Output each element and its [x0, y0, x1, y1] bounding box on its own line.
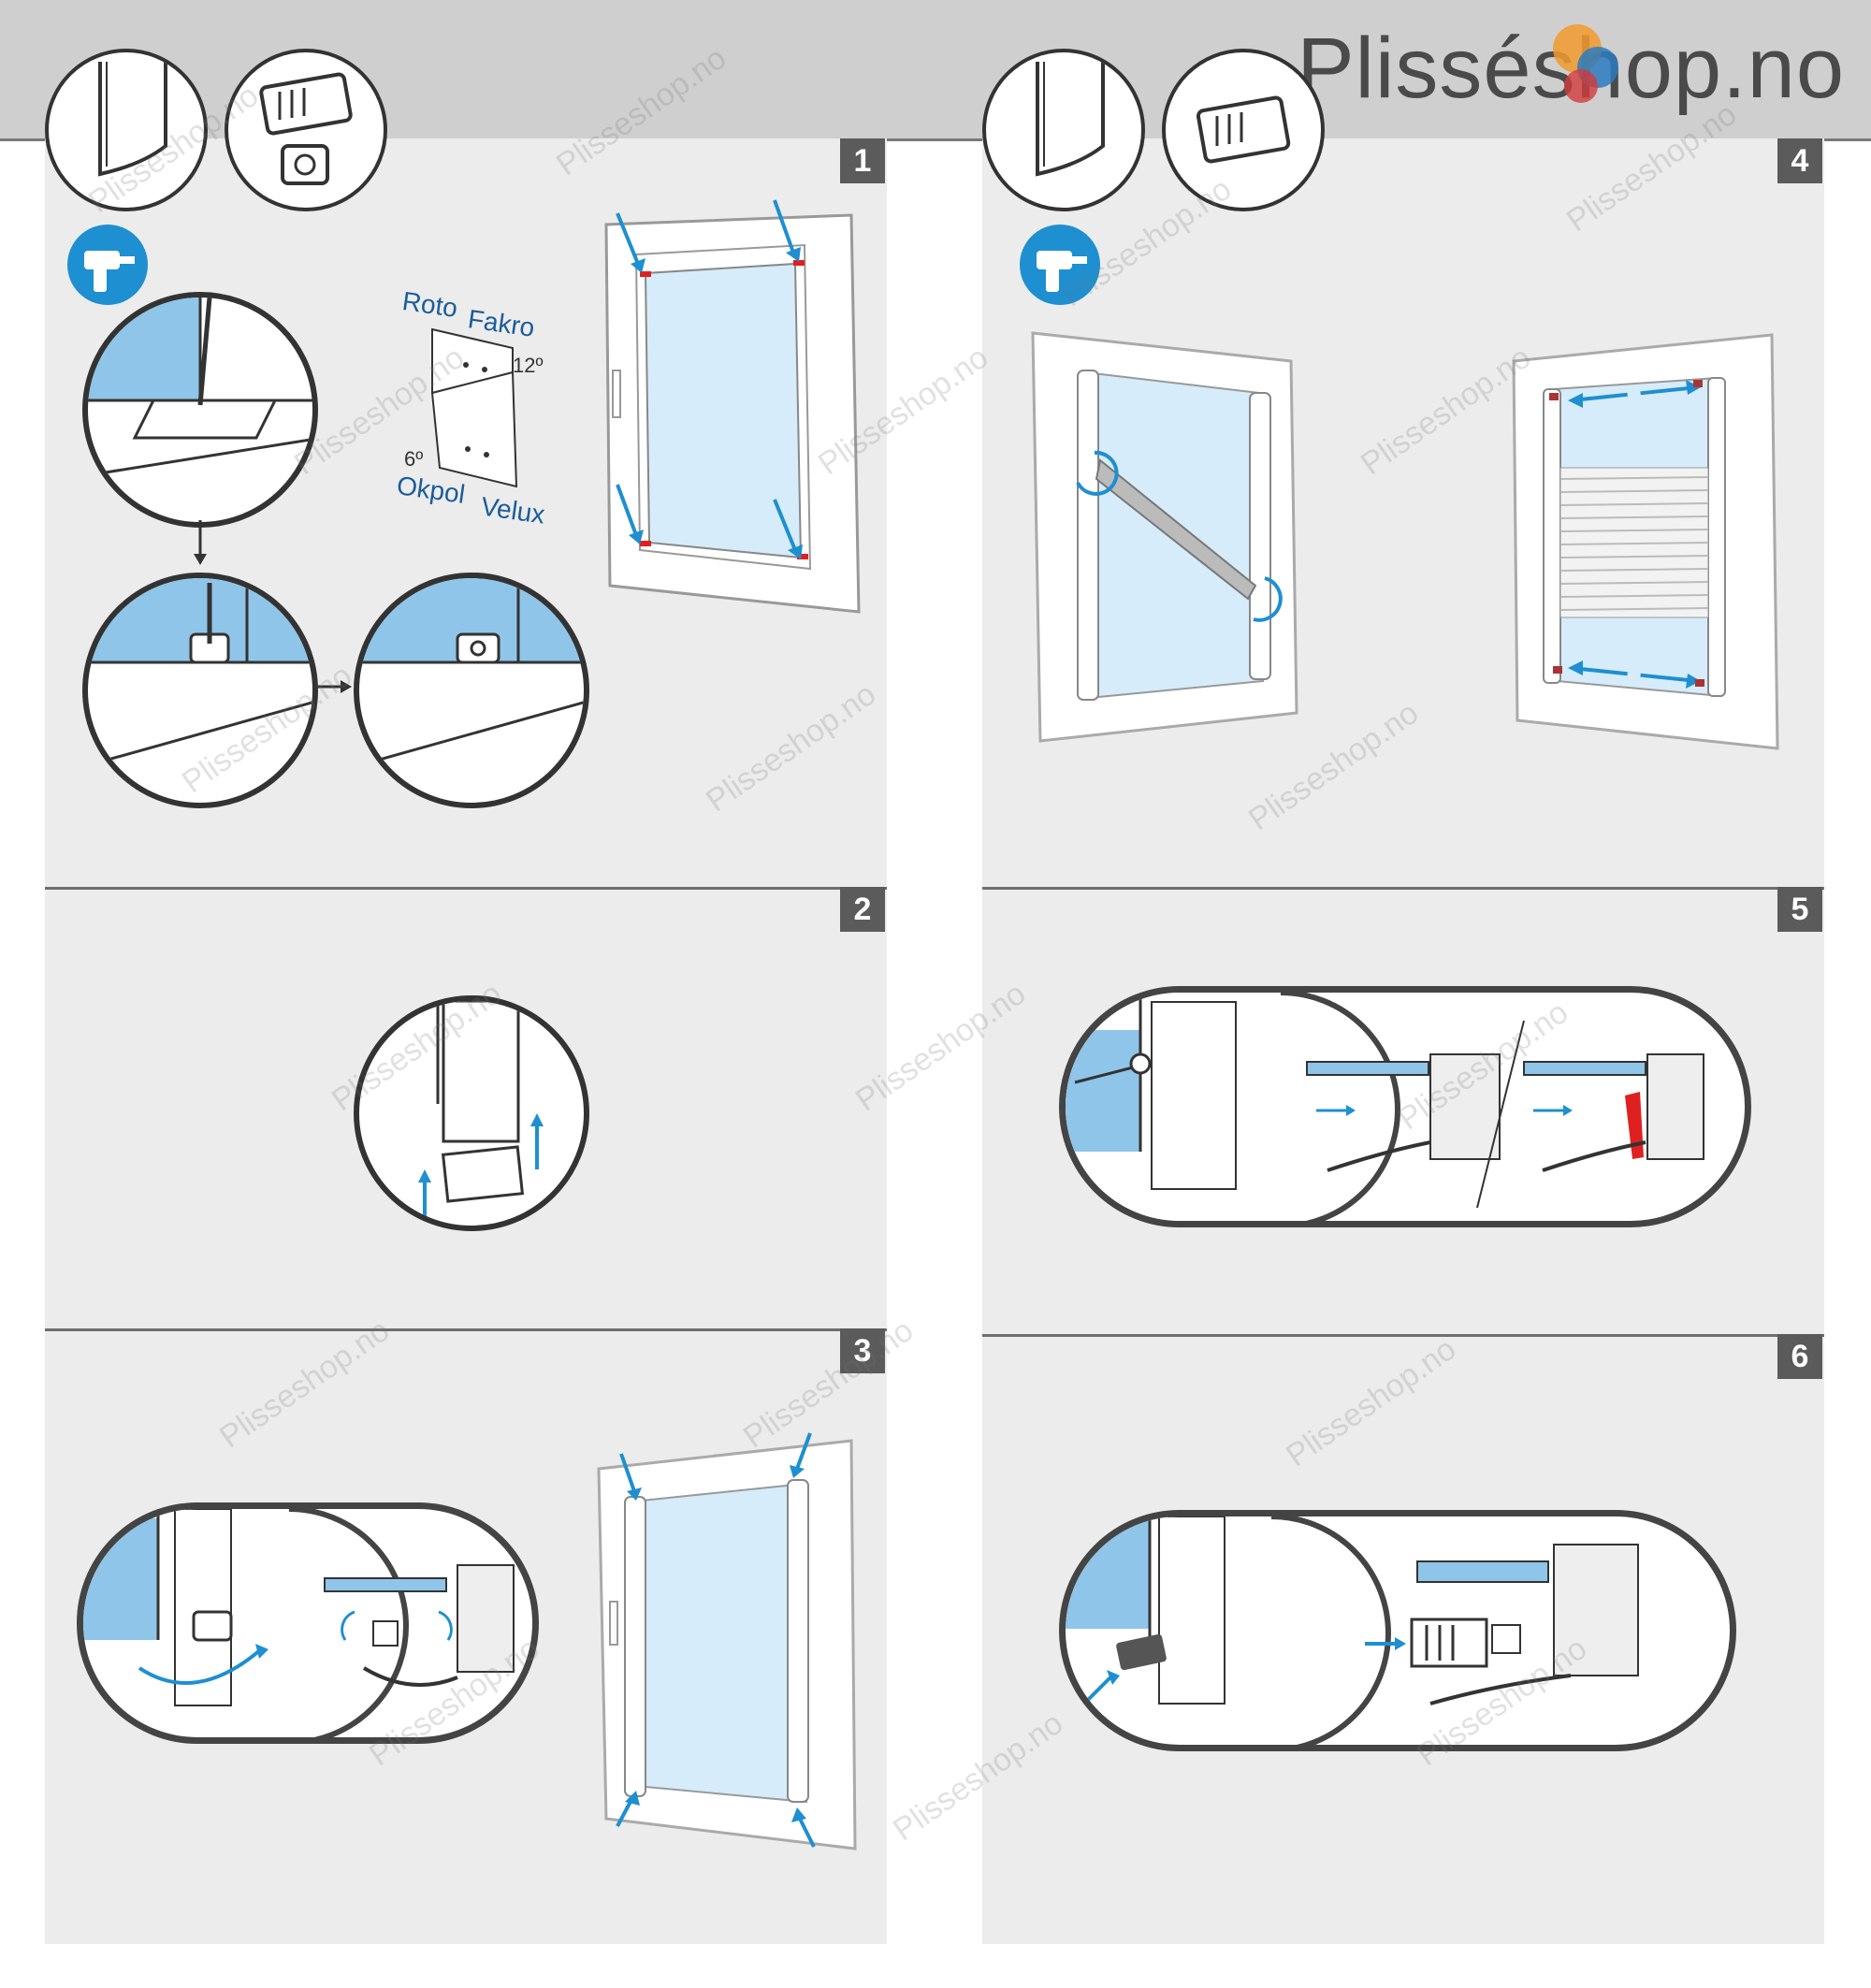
arrow-down-icon — [194, 520, 207, 565]
logo-swirl-icon — [1553, 24, 1618, 103]
step-badge-6: 6 — [1777, 1334, 1822, 1379]
part-icon-clip-set — [225, 49, 387, 211]
window-step-4-tension — [1512, 333, 1779, 750]
detail-profile-pill-3 — [77, 1502, 539, 1744]
detail-profile-pill-5 — [1059, 986, 1751, 1227]
detail-mark-position — [82, 292, 318, 528]
part-icon-profile-4 — [982, 49, 1145, 211]
drill-icon-4 — [1020, 225, 1100, 305]
detail-profile-pill-6 — [1059, 1510, 1736, 1751]
part-icon-profile — [45, 49, 208, 211]
step-badge-5: 5 — [1777, 887, 1822, 932]
window-step-3 — [597, 1432, 857, 1850]
window-step-4-insert — [1031, 331, 1298, 743]
detail-clip-mounted — [354, 573, 589, 808]
step-badge-2: 2 — [840, 887, 885, 932]
step-badge-4: 4 — [1777, 138, 1822, 183]
bracket-angle-diagram — [430, 327, 518, 488]
label-angle-bottom: 6º — [404, 447, 424, 471]
part-icon-clip-4 — [1162, 49, 1325, 211]
window-step-1 — [604, 199, 861, 614]
detail-endcap-attach — [354, 995, 589, 1231]
step-badge-1: 1 — [840, 138, 885, 183]
arrow-right-icon — [316, 680, 352, 693]
drill-icon — [67, 225, 148, 305]
step-badge-3: 3 — [840, 1328, 885, 1373]
label-angle-top: 12º — [513, 354, 544, 377]
detail-screw-clip — [82, 573, 318, 808]
